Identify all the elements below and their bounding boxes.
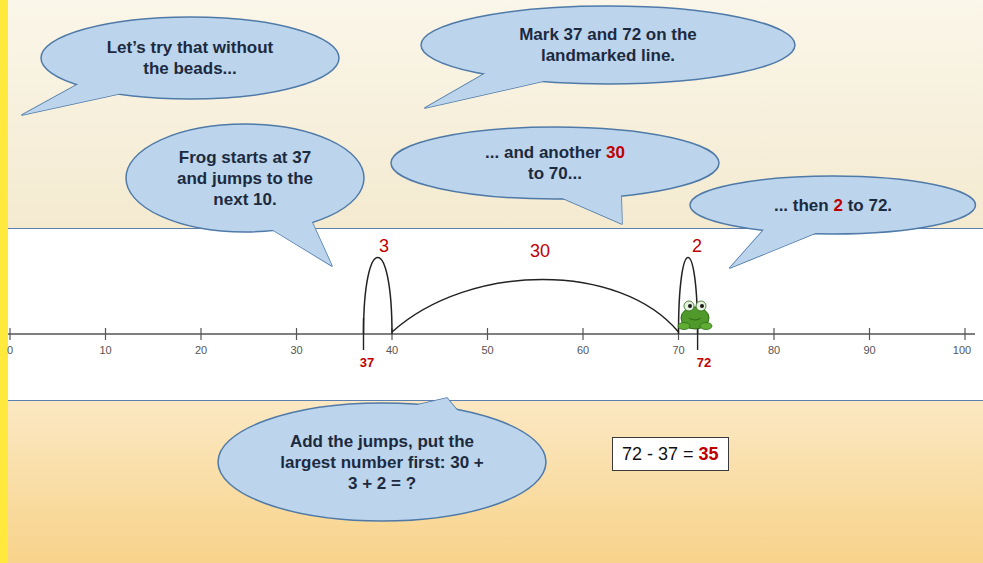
tick-label: 20 — [195, 344, 207, 356]
white-band — [8, 228, 983, 400]
bubble-text-block: Frog starts at 37 and jumps to the next … — [175, 147, 315, 210]
bubble-text: Let’s try that without the beads... — [107, 38, 274, 78]
bubble-tail-fill — [267, 218, 332, 266]
bubble-tail-fill — [402, 398, 463, 417]
bubble-text: 2 — [833, 196, 842, 215]
bubble-tail-fill — [730, 228, 819, 268]
bubble-text-block: ... then2 to 72. — [718, 195, 948, 216]
bubble-text: ... then — [774, 196, 829, 215]
bubble-outline — [690, 176, 976, 234]
bubble-outline — [391, 127, 719, 199]
tick-label: 80 — [768, 344, 780, 356]
bubble-tail — [267, 218, 332, 266]
bubble-shape — [689, 175, 977, 235]
bubble-text: ... and another — [485, 143, 601, 162]
tick-label: 0 — [7, 344, 13, 356]
speech-bubble: Mark 37 and 72 on the landmarked line. — [420, 5, 796, 85]
bubble-shape — [420, 5, 796, 85]
bubble-text: 30 — [606, 143, 625, 162]
bubble-text-block: Mark 37 and 72 on the landmarked line. — [513, 24, 703, 66]
bubble-text-block: Let’s try that without the beads... — [95, 37, 285, 79]
bubble-text-block: Add the jumps, put the largest number fi… — [280, 431, 485, 494]
bubble-tail-fill — [22, 81, 129, 115]
speech-bubble: Frog starts at 37 and jumps to the next … — [125, 123, 365, 233]
side-strip — [0, 0, 8, 563]
bubble-text: to 72. — [848, 196, 892, 215]
bubble-text: 72 - 37 = — [622, 444, 694, 464]
bubble-outline — [126, 124, 364, 232]
bubble-outline — [218, 403, 546, 521]
bubble-text: to 70... — [445, 163, 665, 184]
speech-bubble: Let’s try that without the beads... — [40, 16, 340, 100]
speech-bubble: ... and another 30to 70... — [390, 126, 720, 200]
marked-number: 72 — [697, 355, 711, 370]
tick-label: 90 — [863, 344, 875, 356]
tick-label: 60 — [577, 344, 589, 356]
tick-label: 70 — [672, 344, 684, 356]
bubble-text: 35 — [699, 444, 719, 464]
speech-bubble: ... then2 to 72. — [689, 175, 977, 235]
bubble-tail-fill — [558, 193, 622, 224]
bubble-text: Add the jumps, put the largest number fi… — [280, 432, 484, 493]
bubble-text: Frog starts at 37 and jumps to the next … — [177, 148, 313, 209]
tick-label: 30 — [290, 344, 302, 356]
jump-size: 30 — [530, 241, 550, 262]
bubble-shape — [390, 126, 720, 200]
jump-arcs — [364, 258, 698, 335]
tick-label: 10 — [99, 344, 111, 356]
bottom-ground — [0, 400, 983, 563]
jump-size: 3 — [379, 236, 389, 257]
bubble-text-block: ... and another 30to 70... — [445, 142, 665, 184]
bubble-outline — [421, 6, 795, 84]
bubble-shape — [40, 16, 340, 100]
bubble-tail-fill — [425, 71, 553, 108]
answer-box: 72 - 37 =35 — [612, 437, 729, 471]
marked-number: 37 — [360, 355, 374, 370]
bubble-text: Mark 37 and 72 on the landmarked line. — [519, 25, 697, 65]
band-border — [8, 400, 983, 401]
bubble-tail — [558, 193, 622, 224]
tick-label: 40 — [386, 344, 398, 356]
tick-marks — [10, 328, 965, 340]
jump-size: 2 — [692, 236, 702, 257]
speech-bubble: Add the jumps, put the largest number fi… — [217, 402, 547, 522]
tick-label: 100 — [953, 344, 971, 356]
number-line — [8, 333, 975, 334]
tick-label: 50 — [481, 344, 493, 356]
frog — [678, 301, 712, 330]
bubble-tail — [730, 228, 819, 268]
